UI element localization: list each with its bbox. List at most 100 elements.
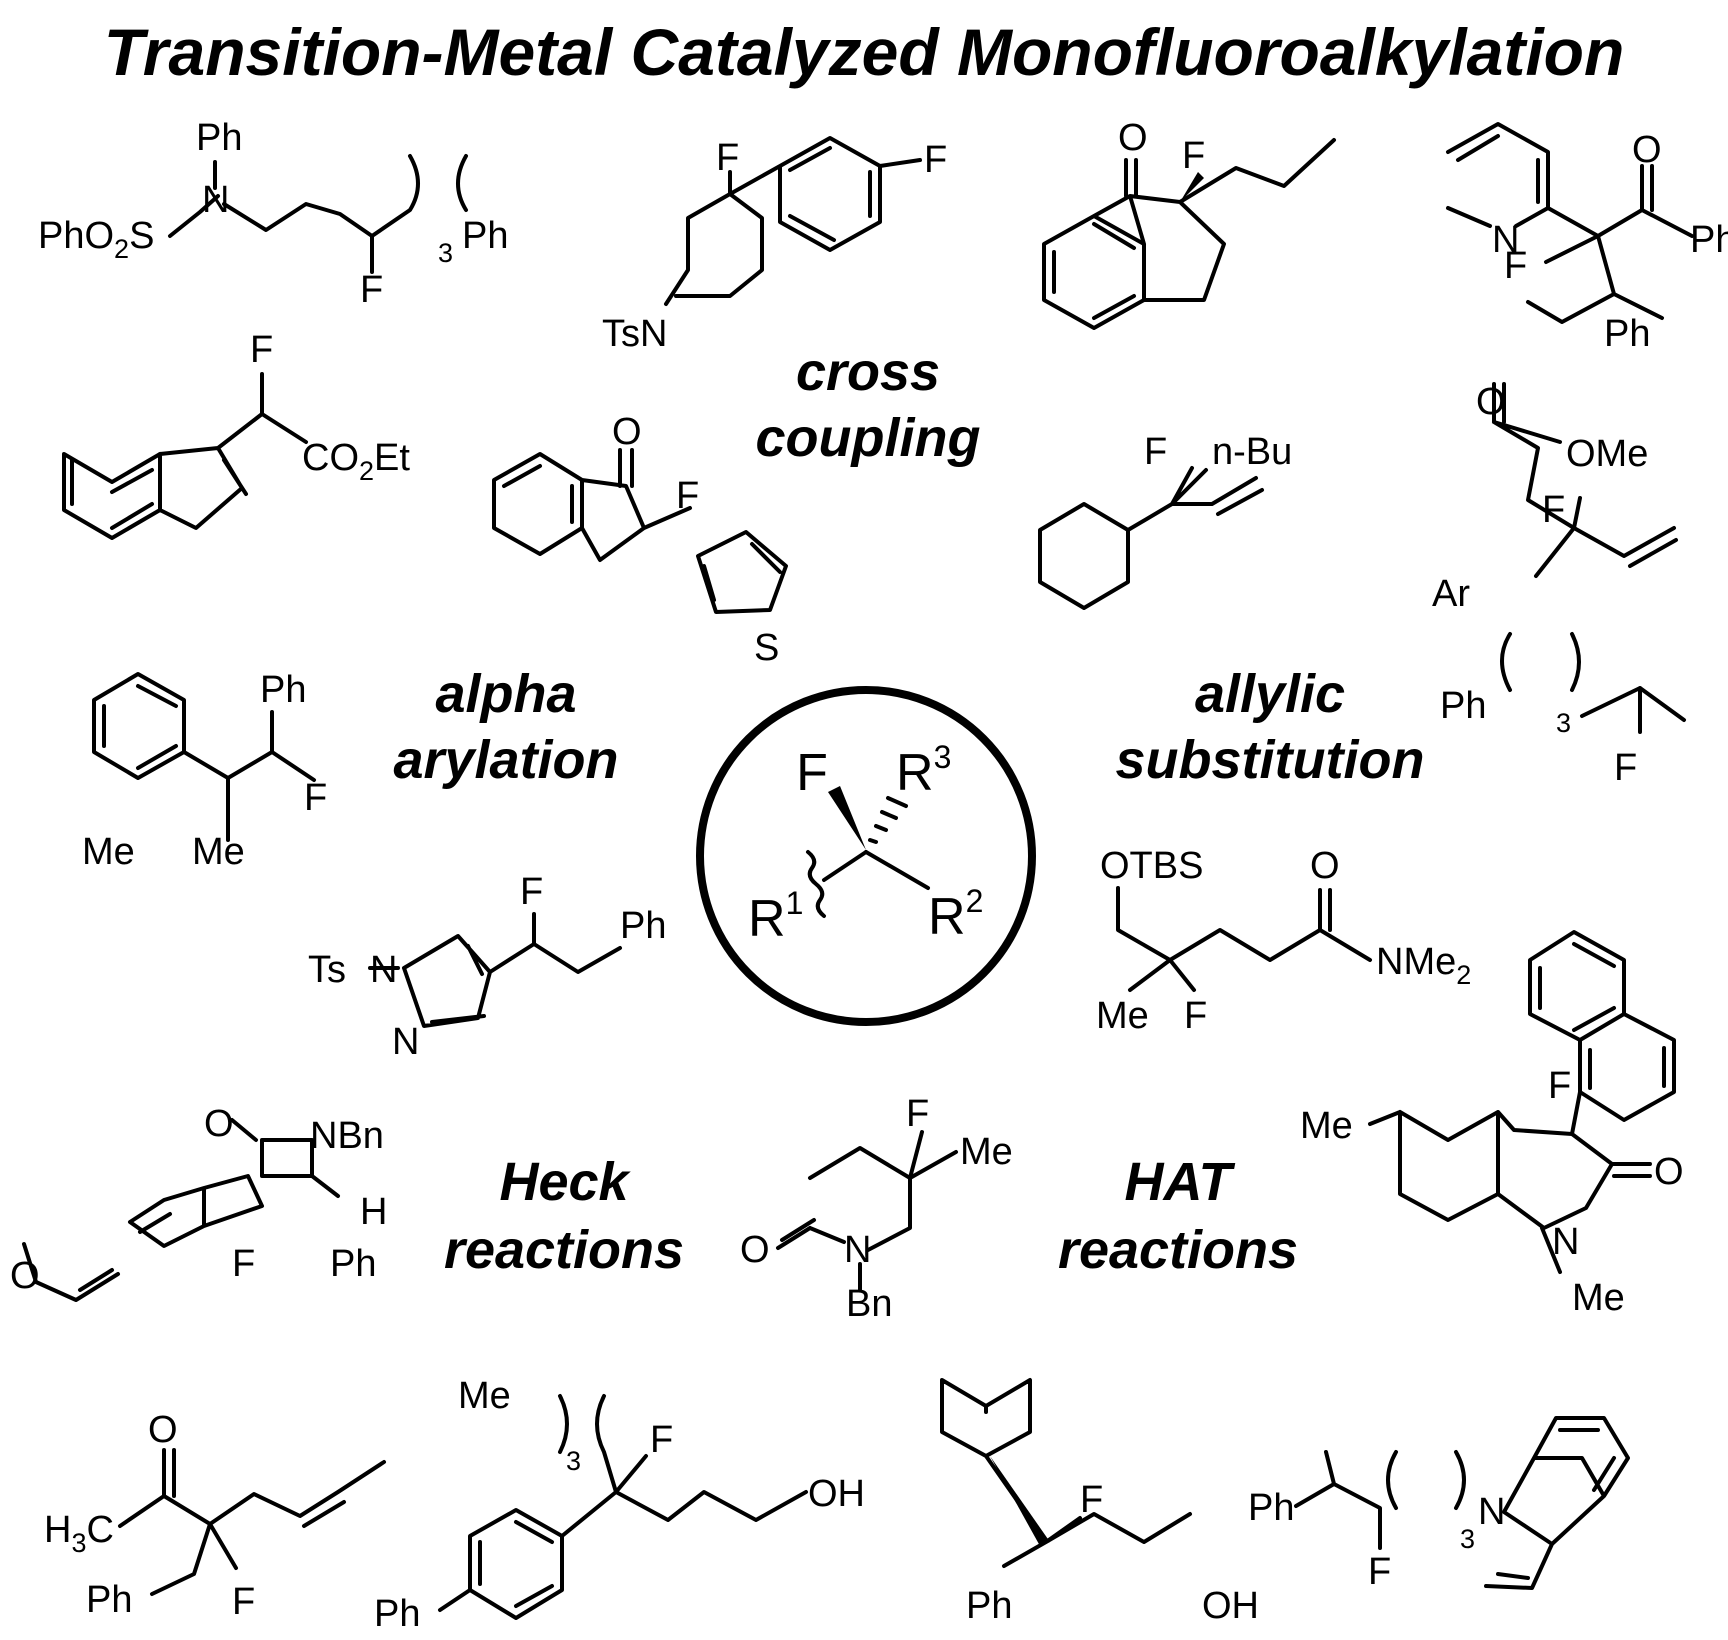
atom-ph: Ph bbox=[260, 669, 306, 711]
atom-o: O bbox=[1654, 1151, 1684, 1193]
atom-o: O bbox=[1632, 129, 1662, 171]
atom-f: F bbox=[676, 475, 699, 517]
atom-3: 3 bbox=[1556, 708, 1571, 738]
diagram-title: Transition-Metal Catalyzed Monofluoroalk… bbox=[104, 15, 1625, 89]
compound-otbs-amide: OTBS O NMe2 Me F bbox=[1096, 845, 1471, 1037]
atom-f: F bbox=[1504, 245, 1527, 287]
atom-ph: Ph bbox=[1440, 685, 1486, 727]
atom-f: F bbox=[1542, 489, 1565, 531]
atom-me: Me bbox=[458, 1375, 511, 1417]
core-f-label: F bbox=[796, 744, 828, 802]
compound-indanone: O F S bbox=[492, 411, 788, 669]
atom-h3c: H3C bbox=[44, 1509, 114, 1558]
core-hash-bond bbox=[868, 796, 908, 844]
atom-ph: Ph bbox=[330, 1243, 376, 1285]
core-r3-label: R3 bbox=[896, 739, 951, 802]
atom-o: O bbox=[1310, 845, 1340, 887]
core-wavy-bond bbox=[806, 850, 826, 918]
atom-ph: Ph bbox=[620, 905, 666, 947]
compound-piperidine: F F TsN bbox=[602, 136, 947, 355]
atom-o: O bbox=[1476, 381, 1506, 423]
atom-ar: Ar bbox=[1432, 573, 1470, 615]
atom-f: F bbox=[1548, 1065, 1571, 1107]
atom-f: F bbox=[232, 1243, 255, 1285]
atom-o: O bbox=[612, 411, 642, 453]
atom-ph: Ph bbox=[196, 117, 242, 159]
atom-o: O bbox=[1118, 117, 1148, 159]
compound-ester-allyl: O OMe F Ar bbox=[1432, 381, 1678, 615]
atom-f: F bbox=[360, 269, 383, 311]
atom-f: F bbox=[1184, 995, 1207, 1037]
atom-me: Me bbox=[82, 831, 135, 873]
atom-o: O bbox=[204, 1103, 234, 1145]
atom-oh: OH bbox=[808, 1473, 865, 1515]
compound-beta-lactam: O NBn H F Ph O bbox=[10, 1103, 387, 1302]
compound-piperidinone: F Me O N Bn bbox=[740, 1093, 1013, 1325]
compound-cyclohexyl-alcohol: F Ph OH bbox=[940, 1378, 1259, 1627]
atom-otbs: OTBS bbox=[1100, 845, 1203, 887]
compound-phenylalkyl: Ph 3 F bbox=[1440, 632, 1686, 789]
core-r2-label: R2 bbox=[928, 883, 983, 946]
atom-3: 3 bbox=[566, 1446, 581, 1476]
atom-f: F bbox=[1614, 747, 1637, 789]
atom-ph2: Ph bbox=[462, 215, 508, 257]
label-hat-reactions: reactions bbox=[1058, 1220, 1298, 1280]
atom-me2: Me bbox=[1572, 1277, 1625, 1319]
atom-me: Me bbox=[1300, 1105, 1353, 1147]
compound-biphenyl-alcohol: Me 3 F OH Ph bbox=[374, 1375, 865, 1635]
atom-n: N bbox=[370, 949, 397, 991]
atom-f: F bbox=[232, 1581, 255, 1623]
atom-f: F bbox=[250, 329, 273, 371]
atom-me2: Me bbox=[192, 831, 245, 873]
label-heck: Heck bbox=[499, 1152, 631, 1212]
core-r1-label: R1 bbox=[748, 885, 803, 948]
atom-f: F bbox=[304, 777, 327, 819]
compound-indole: Ph 3 N F bbox=[1248, 1416, 1630, 1593]
compound-sulfonamide: PhO2S Ph N F 3 Ph bbox=[38, 117, 508, 311]
compound-tolyl: Ph F Me Me bbox=[82, 669, 327, 873]
atom-pho2s: PhO2S bbox=[38, 215, 154, 264]
core-wedge-bond bbox=[828, 786, 866, 850]
compound-pyrazole: Ts N N F Ph bbox=[308, 871, 666, 1063]
atom-o2: O bbox=[10, 1255, 40, 1297]
atom-nme2: NMe2 bbox=[1376, 941, 1471, 990]
atom-n2: N bbox=[392, 1021, 419, 1063]
atom-n: N bbox=[1478, 1491, 1505, 1533]
atom-3: 3 bbox=[438, 238, 453, 268]
compound-benzocycloheptanone: O F bbox=[1042, 117, 1336, 330]
atom-ph: Ph bbox=[966, 1585, 1012, 1627]
core-bond-r2 bbox=[864, 850, 930, 890]
atom-ph: Ph bbox=[1690, 219, 1728, 261]
label-allylic: allylic bbox=[1195, 664, 1345, 724]
label-hat: HAT bbox=[1125, 1152, 1236, 1212]
compound-cyclohexyl: F n-Bu bbox=[1038, 431, 1292, 610]
label-arylation: arylation bbox=[393, 730, 618, 790]
atom-bn: Bn bbox=[846, 1283, 892, 1325]
atom-tsn: TsN bbox=[602, 313, 667, 355]
atom-n: N bbox=[202, 179, 229, 221]
label-heck-reactions: reactions bbox=[444, 1220, 684, 1280]
atom-f: F bbox=[520, 871, 543, 913]
atom-n: N bbox=[1552, 1221, 1579, 1263]
atom-f: F bbox=[1144, 431, 1167, 473]
atom-h: H bbox=[360, 1191, 387, 1233]
atom-f: F bbox=[716, 137, 739, 179]
atom-co2et: CO2Et bbox=[302, 437, 410, 486]
atom-ts: Ts bbox=[308, 949, 346, 991]
compound-methyl-ketone: O H3C Ph F bbox=[44, 1409, 386, 1623]
label-coupling: coupling bbox=[756, 408, 981, 468]
atom-ph2: Ph bbox=[1604, 313, 1650, 355]
atom-ph: Ph bbox=[86, 1579, 132, 1621]
core-structure: F R3 R1 R2 bbox=[696, 686, 1036, 1026]
compound-indenyl-ester: F CO2Et bbox=[62, 329, 410, 540]
atom-nbu: n-Bu bbox=[1212, 431, 1292, 473]
atom-f: F bbox=[1368, 1551, 1391, 1593]
atom-3: 3 bbox=[1460, 1524, 1475, 1554]
label-substitution: substitution bbox=[1116, 730, 1425, 790]
label-alpha: alpha bbox=[435, 664, 576, 724]
atom-f: F bbox=[1182, 135, 1205, 177]
compound-oxindole: F Me O N Me bbox=[1300, 930, 1684, 1319]
atom-n: N bbox=[844, 1229, 871, 1271]
core-circle bbox=[696, 686, 1036, 1026]
